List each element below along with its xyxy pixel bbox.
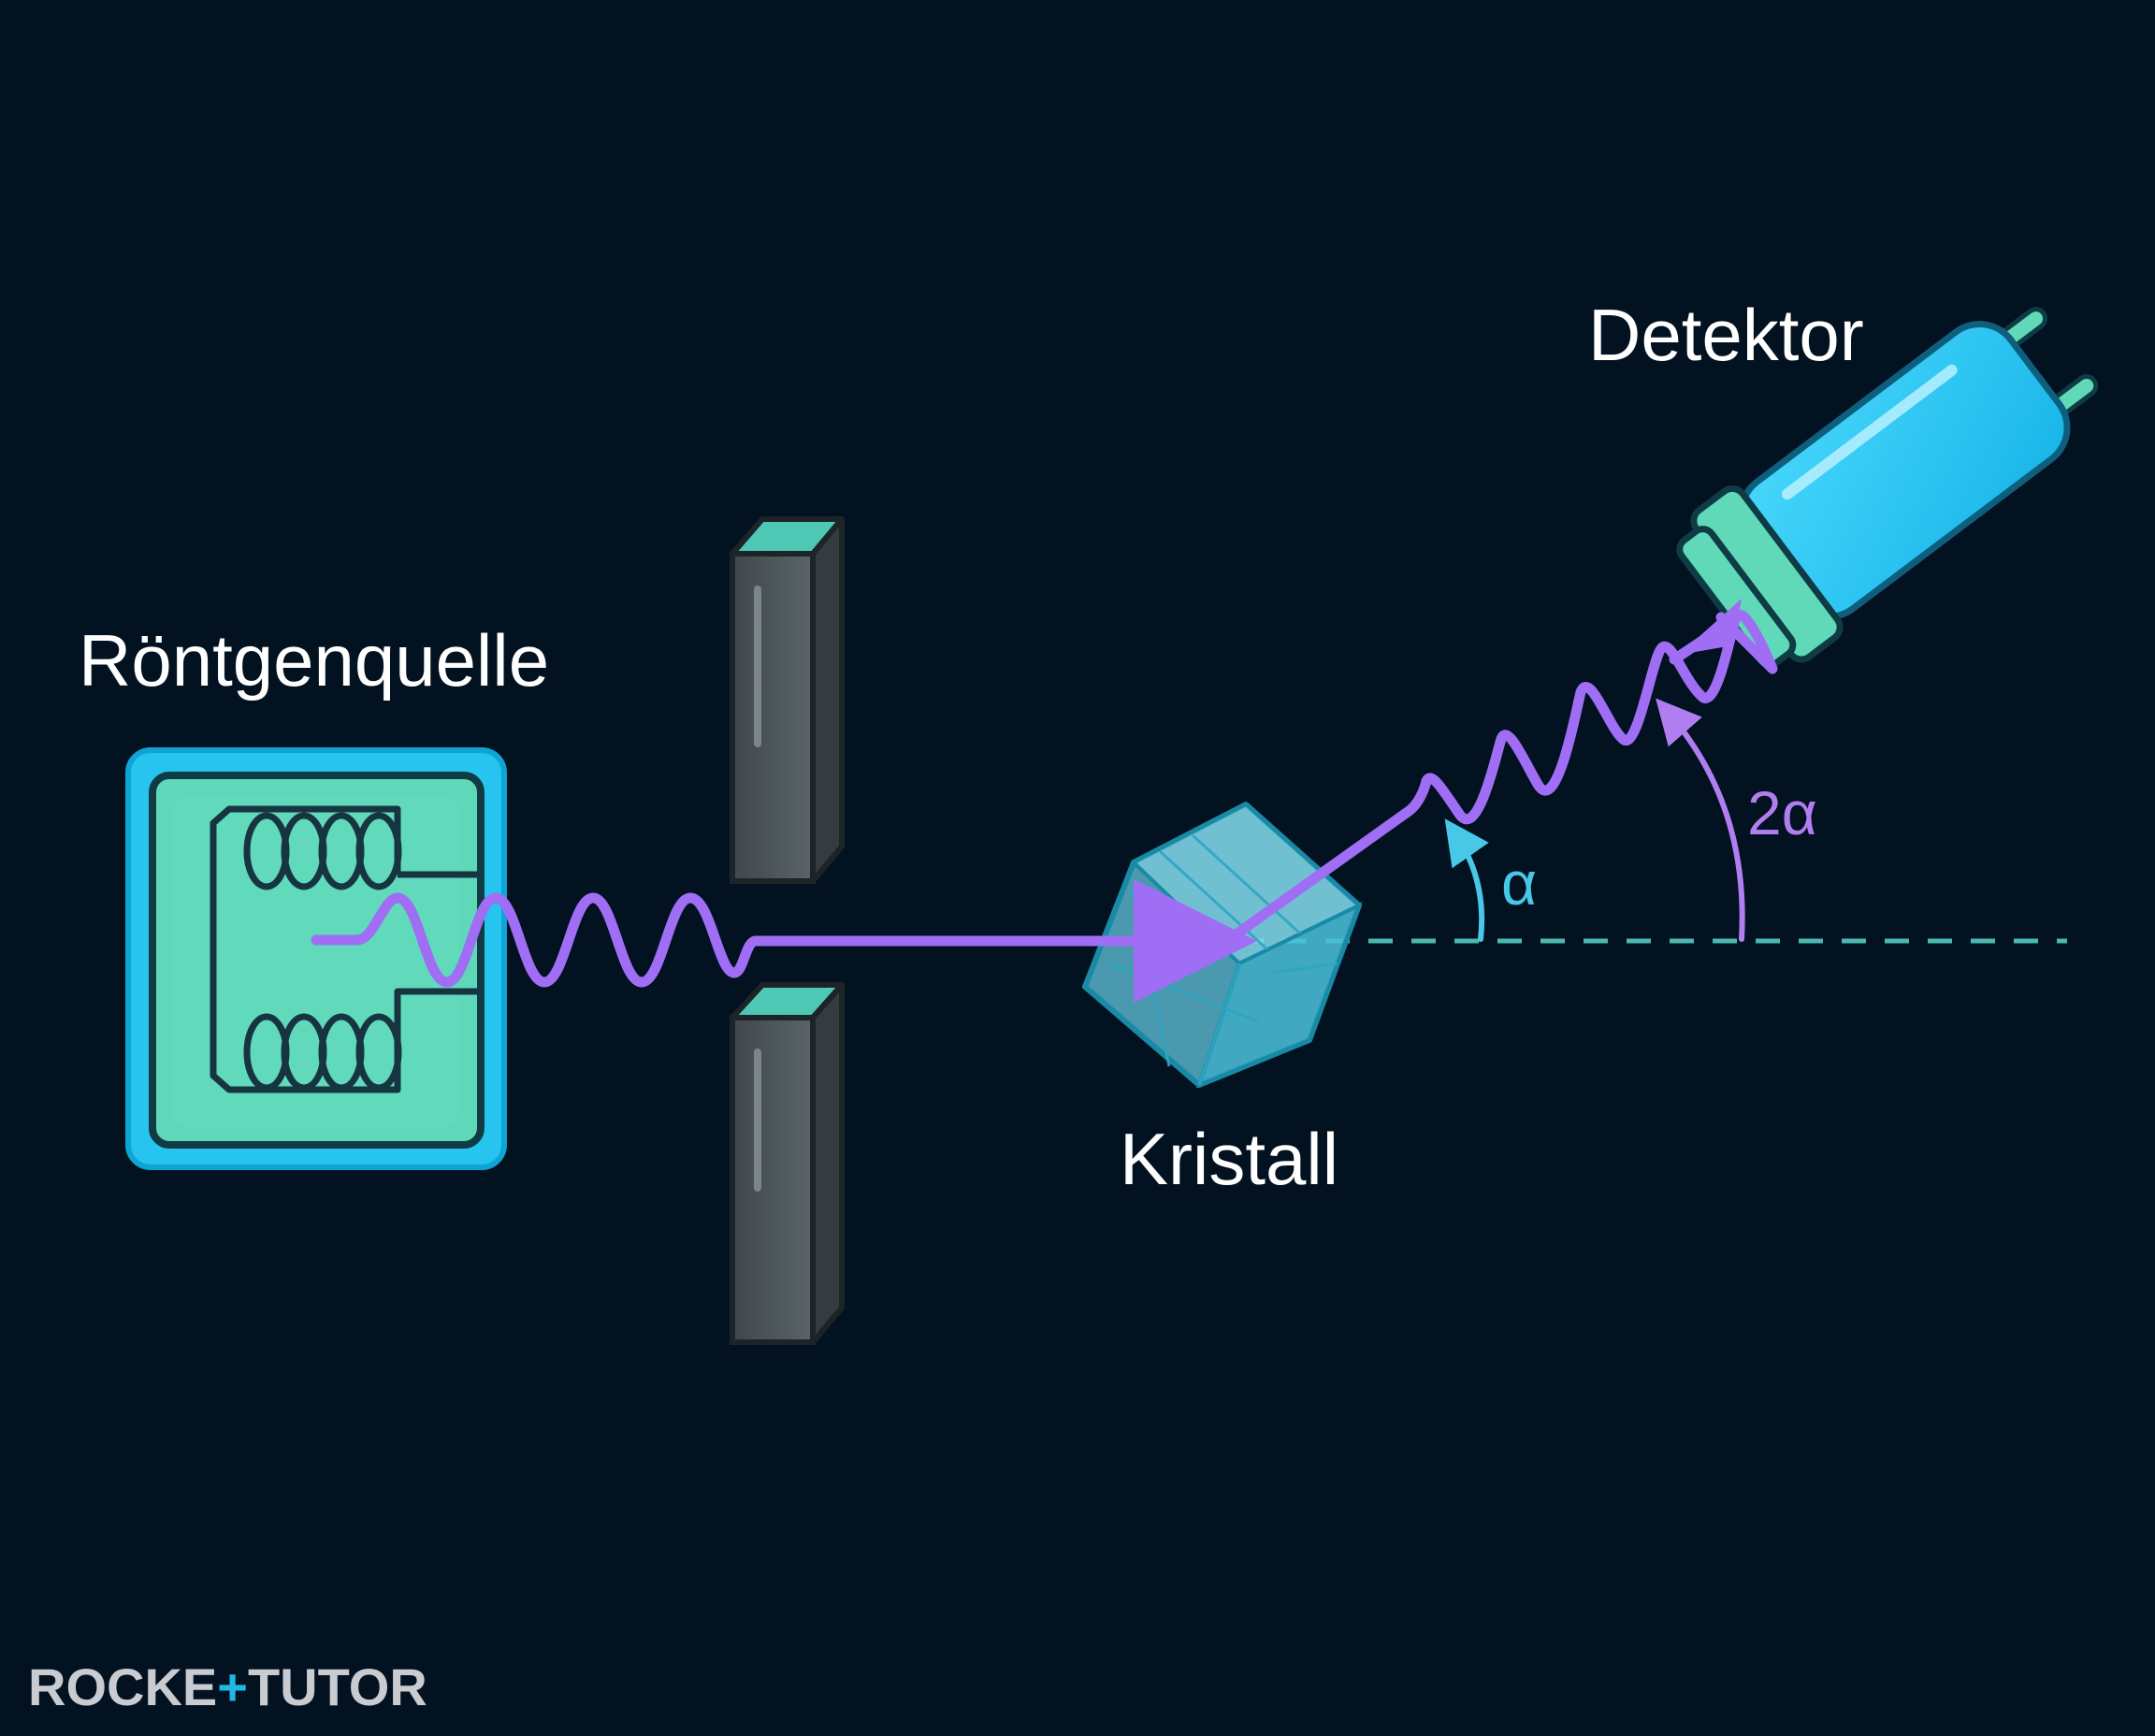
two-alpha-angle-arc [1656, 698, 1745, 942]
collimator-slit-top [730, 516, 845, 884]
logo-text-left: ROCKE [28, 1657, 217, 1716]
diffracted-xray-beam [1222, 609, 1778, 946]
alpha-label: α [1501, 848, 1537, 918]
logo-text-middle: TUTO [248, 1657, 389, 1716]
crystal-label: Kristall [1120, 1118, 1338, 1200]
logo-plus-icon: + [217, 1657, 248, 1716]
collimator-slit-bottom [730, 982, 845, 1345]
diffracted-beam-arrowhead [1679, 599, 1742, 655]
logo-text-right: R [389, 1657, 427, 1716]
detector-label: Detektor [1588, 294, 1864, 376]
rocket-tutor-logo: ROCKE+TUTOR [28, 1657, 427, 1716]
detector-tube-icon [1676, 307, 2099, 669]
svg-text:ROCKE+TUTOR: ROCKE+TUTOR [28, 1657, 427, 1716]
source-label: Röntgenquelle [79, 619, 549, 702]
incident-xray-beam [311, 879, 1257, 1003]
alpha-angle-arc [1444, 818, 1489, 942]
xray-source-icon [125, 747, 507, 1170]
two-alpha-label: 2α [1747, 778, 1817, 847]
